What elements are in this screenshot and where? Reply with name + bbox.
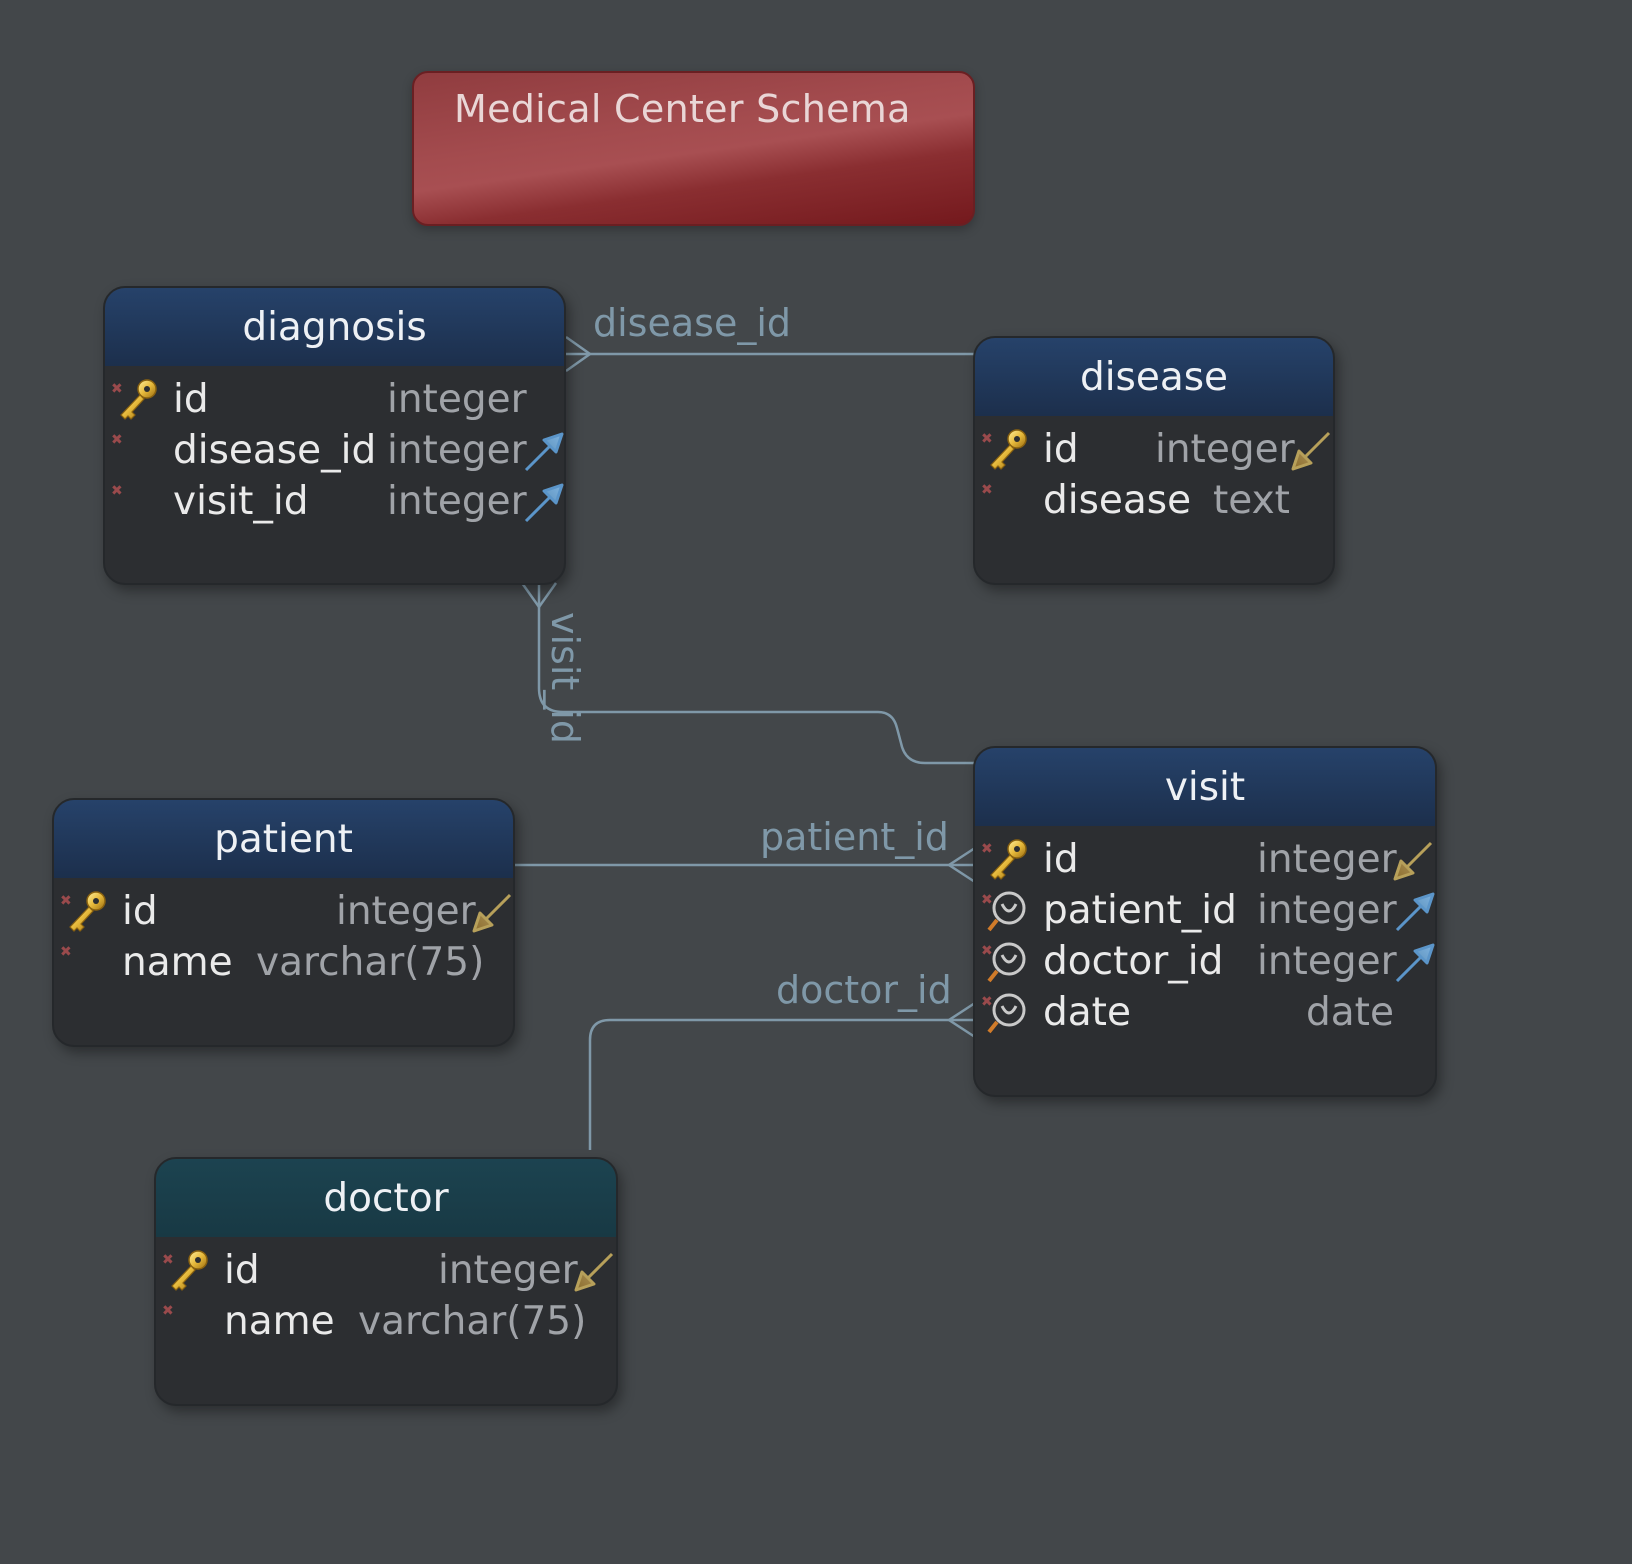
not-null-mark: ✖ xyxy=(981,841,993,857)
column-row[interactable]: ✖ name varchar(75) xyxy=(156,1298,616,1349)
not-null-mark: ✖ xyxy=(162,1252,174,1268)
column-row[interactable]: ✖ id integer xyxy=(975,836,1435,887)
primary-key-icon xyxy=(69,891,106,932)
column-type: integer xyxy=(438,1248,578,1293)
table-diagnosis[interactable]: diagnosis ✖ id integer ✖ disease_id inte… xyxy=(103,286,566,585)
index-icon xyxy=(987,993,1026,1034)
not-null-mark: ✖ xyxy=(60,944,72,960)
schema-title: Medical Center Schema xyxy=(454,87,911,131)
column-type: integer xyxy=(387,479,527,524)
column-row[interactable]: ✖ disease_id integer xyxy=(105,427,564,478)
table-doctor[interactable]: doctor ✖ id integer ✖ name varchar(75) xyxy=(154,1157,618,1406)
connector-label-patient-id: patient_id xyxy=(760,815,949,859)
column-type: varchar(75) xyxy=(256,940,485,985)
incoming-reference-arrow-icon xyxy=(1291,431,1331,471)
column-name: disease_id xyxy=(173,428,377,473)
column-row[interactable]: ✖ visit_id integer xyxy=(105,478,564,529)
primary-key-icon xyxy=(990,429,1027,470)
column-name: name xyxy=(224,1299,335,1344)
primary-key-icon xyxy=(120,379,157,420)
index-icon xyxy=(987,891,1026,932)
column-type: integer xyxy=(1257,837,1397,882)
not-null-mark: ✖ xyxy=(60,893,72,909)
not-null-mark: ✖ xyxy=(111,381,123,397)
column-row[interactable]: ✖ id integer xyxy=(156,1247,616,1298)
connector-label-disease-id: disease_id xyxy=(593,301,791,345)
not-null-mark: ✖ xyxy=(981,994,993,1010)
table-header[interactable]: diagnosis xyxy=(105,288,564,366)
table-header[interactable]: disease xyxy=(975,338,1333,416)
outgoing-reference-arrow-icon xyxy=(524,483,564,523)
table-patient[interactable]: patient ✖ id integer ✖ name varchar(75) xyxy=(52,798,515,1047)
schema-title-note[interactable]: Medical Center Schema xyxy=(412,71,975,226)
column-type: integer xyxy=(1155,427,1295,472)
column-row[interactable]: ✖ date date xyxy=(975,989,1435,1040)
outgoing-reference-arrow-icon xyxy=(524,432,564,472)
column-row[interactable]: ✖ name varchar(75) xyxy=(54,939,513,990)
column-name: visit_id xyxy=(173,479,309,524)
crowfoot-icon xyxy=(946,846,976,884)
crowfoot-icon xyxy=(565,335,593,373)
column-name: name xyxy=(122,940,233,985)
column-name: id xyxy=(173,377,209,422)
crowfoot-icon xyxy=(946,1001,976,1039)
column-row[interactable]: ✖ id integer xyxy=(975,426,1333,477)
column-type: integer xyxy=(387,428,527,473)
not-null-mark: ✖ xyxy=(162,1303,174,1319)
column-type: integer xyxy=(336,889,476,934)
column-type: integer xyxy=(387,377,527,422)
connector-label-doctor-id: doctor_id xyxy=(776,968,952,1012)
column-name: patient_id xyxy=(1043,888,1237,933)
connector-line-visit-id xyxy=(537,583,975,765)
primary-key-icon xyxy=(990,839,1027,880)
table-header[interactable]: patient xyxy=(54,800,513,878)
table-header[interactable]: visit xyxy=(975,748,1435,826)
column-row[interactable]: ✖ patient_id integer xyxy=(975,887,1435,938)
not-null-mark: ✖ xyxy=(111,483,123,499)
column-row[interactable]: ✖ id integer xyxy=(54,888,513,939)
outgoing-reference-arrow-icon xyxy=(1395,943,1435,983)
column-type: text xyxy=(1213,478,1290,523)
index-icon xyxy=(987,942,1026,983)
outgoing-reference-arrow-icon xyxy=(1395,892,1435,932)
column-name: id xyxy=(122,889,158,934)
column-type: integer xyxy=(1257,888,1397,933)
not-null-mark: ✖ xyxy=(981,482,993,498)
column-row[interactable]: ✖ disease text xyxy=(975,477,1333,528)
incoming-reference-arrow-icon xyxy=(574,1252,614,1292)
not-null-mark: ✖ xyxy=(981,943,993,959)
connector-label-visit-id: visit_id xyxy=(543,612,587,744)
column-name: disease xyxy=(1043,478,1192,523)
not-null-mark: ✖ xyxy=(111,432,123,448)
column-type: date xyxy=(1306,990,1394,1035)
column-name: id xyxy=(1043,427,1079,472)
column-type: varchar(75) xyxy=(358,1299,587,1344)
primary-key-icon xyxy=(171,1250,208,1291)
connector-line-doctor-id xyxy=(588,1018,975,1150)
column-row[interactable]: ✖ doctor_id integer xyxy=(975,938,1435,989)
table-header[interactable]: doctor xyxy=(156,1159,616,1237)
incoming-reference-arrow-icon xyxy=(472,893,512,933)
incoming-reference-arrow-icon xyxy=(1393,841,1433,881)
column-name: id xyxy=(1043,837,1079,882)
table-visit[interactable]: visit ✖ id integer ✖ xyxy=(973,746,1437,1097)
column-type: integer xyxy=(1257,939,1397,984)
not-null-mark: ✖ xyxy=(981,892,993,908)
column-name: date xyxy=(1043,990,1131,1035)
not-null-mark: ✖ xyxy=(981,431,993,447)
column-row[interactable]: ✖ id integer xyxy=(105,376,564,427)
table-disease[interactable]: disease ✖ id integer ✖ disease text xyxy=(973,336,1335,585)
crowfoot-icon xyxy=(520,582,558,610)
column-name: doctor_id xyxy=(1043,939,1224,984)
column-name: id xyxy=(224,1248,260,1293)
